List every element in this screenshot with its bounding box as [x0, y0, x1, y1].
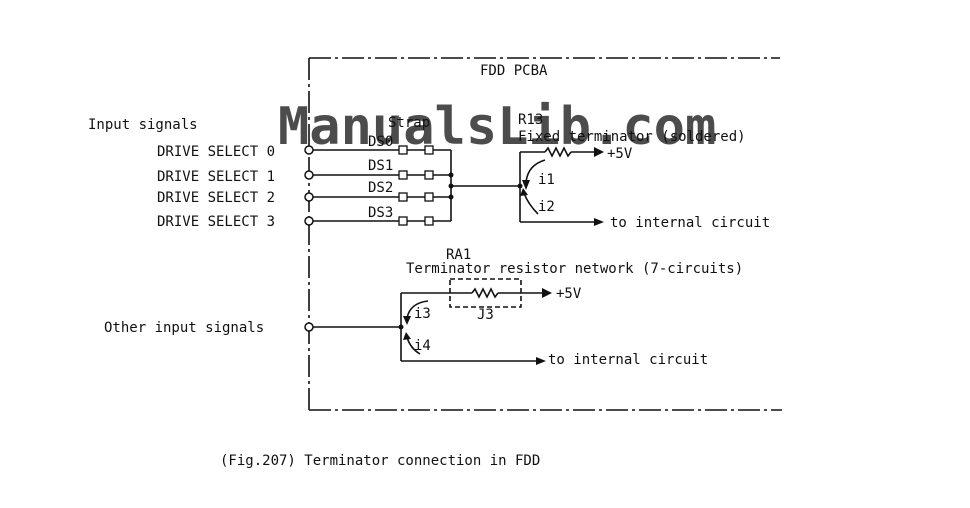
input-pin-ds1	[304, 170, 314, 180]
input-signals-label: Input signals	[88, 117, 198, 133]
drive-select-1-label: DRIVE SELECT 1	[157, 169, 275, 185]
ra1-resistor-symbol	[471, 287, 499, 299]
r13-terminator	[519, 146, 604, 226]
input-pin-ds0	[304, 145, 314, 155]
strap-label-ds1: DS1	[368, 158, 393, 174]
ra1-description: Terminator resistor network (7-circuits)	[406, 261, 743, 277]
internal-circuit-label-2: to internal circuit	[548, 352, 708, 368]
internal-circuit-arrow-2	[536, 357, 546, 365]
drive-select-2-label: DRIVE SELECT 2	[157, 190, 275, 206]
ra1-voltage: +5V	[556, 286, 582, 302]
other-input-pin	[304, 322, 314, 332]
internal-circuit-arrow-1	[594, 218, 604, 226]
r13-resistor-symbol	[544, 146, 572, 158]
i2-arrow	[523, 192, 539, 215]
strap-label-ds0: DS0	[368, 134, 393, 150]
ra1-arrow	[542, 288, 552, 298]
input-pin-ds3	[304, 216, 314, 226]
strap-ds2	[304, 192, 451, 202]
r13-voltage: +5V	[607, 146, 633, 162]
other-input-signals-label: Other input signals	[104, 320, 264, 336]
strap-label-ds2: DS2	[368, 180, 393, 196]
i3-label: i3	[414, 306, 431, 322]
input-pin-ds2	[304, 192, 314, 202]
r13-description: Fixed terminator (soldered)	[518, 129, 746, 145]
other-input-circuit	[304, 278, 552, 365]
internal-circuit-label-1: to internal circuit	[610, 215, 770, 231]
drive-select-3-label: DRIVE SELECT 3	[157, 214, 275, 230]
drive-select-0-label: DRIVE SELECT 0	[157, 144, 275, 160]
i4-label: i4	[414, 338, 431, 354]
strap-ds3	[304, 216, 451, 226]
strap-ds1	[304, 170, 451, 180]
pcba-boundary	[308, 57, 782, 411]
jumper-j3-label: J3	[477, 307, 494, 323]
strap-label-ds3: DS3	[368, 205, 393, 221]
i3-arrow	[406, 300, 429, 319]
ra1-name: RA1	[446, 247, 471, 263]
strap-header: Strap	[388, 115, 430, 131]
r13-name: R13	[518, 112, 543, 128]
i1-arrow	[525, 159, 546, 183]
i2-label: i2	[538, 199, 555, 215]
figure-caption: (Fig.207) Terminator connection in FDD	[220, 453, 540, 469]
watermark: ManualsLib.com	[278, 97, 716, 157]
board-label: FDD PCBA	[480, 63, 548, 79]
i1-label: i1	[538, 172, 555, 188]
r13-arrow	[594, 147, 604, 157]
drive-select-bus	[448, 150, 523, 221]
strap-ds0	[304, 145, 451, 155]
